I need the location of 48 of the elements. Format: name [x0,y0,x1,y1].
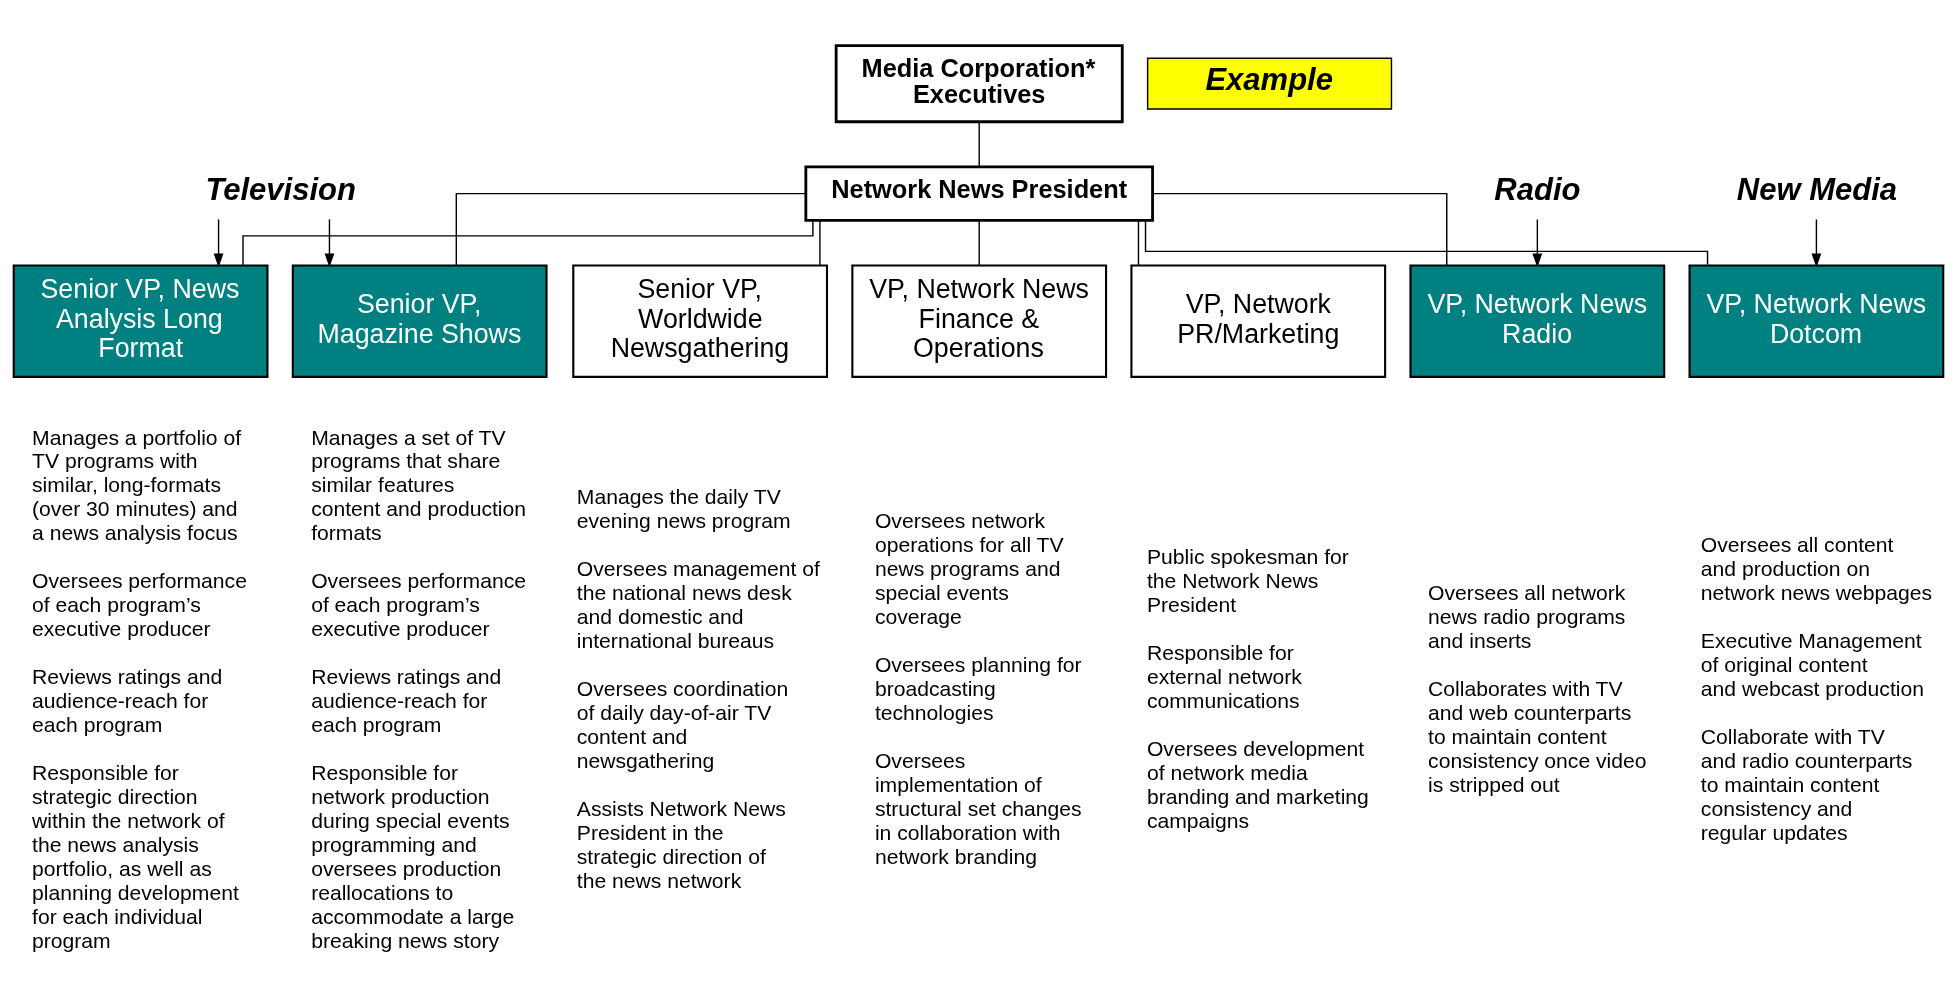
arrow [213,218,224,268]
node-label: Oversees implementation of structural set changes in collaboration with network branding [874,748,1082,868]
node-box: Senior VP, Worldwide Newsgathering [572,264,829,378]
node-label: Reviews ratings and audience-reach for each program [311,665,502,737]
node-label: Oversees all network news radio programs and inserts [1428,581,1626,653]
node-label: Oversees coordination of daily day-of-air TV content and newsgathering [576,677,789,772]
arrow [1811,218,1822,268]
connector [1137,219,1140,266]
node-box: VP, Network News Radio [1409,264,1666,378]
node-label: Manages a set of TV programs that share similar features content and production formats [311,425,527,545]
node-box: VP, Network News Dotcom [1688,264,1945,378]
node-label: Responsible for network production during special events programming and oversees production reallocations to accommodate a large breaking news story [311,760,515,952]
connector [978,121,980,168]
node-label: Responsible for external network communications [1146,641,1302,713]
node-label: Oversees development of network media branding and marketing campaigns [1146,736,1369,832]
node-label: Oversees performance of each program’s executive producer [311,569,527,641]
node-label: Oversees management of the national news desk and domestic and international bureaus [576,557,820,653]
connector [978,219,980,266]
node-label: Oversees network operations for all TV news programs and special events coverage [874,509,1064,629]
node-label: Oversees performance of each program’s executive producer [32,569,247,641]
node-label: Public spokesman for the Network News President [1146,545,1349,617]
node-box: Example [1146,57,1393,110]
node-label: Collaborates with TV and web counterparts to maintain content consistency once video is stripped out [1428,677,1647,796]
node-text: Radio [1494,172,1581,208]
connector [455,192,807,266]
arrow [324,218,335,268]
node-label: Oversees all content and production on network news webpages [1700,533,1933,605]
connector [1151,192,1448,266]
connector [1144,219,1709,266]
node-box: Media Corporation* Executives [834,44,1124,124]
node-box: Senior VP, News Analysis Long Format [12,264,269,378]
node-box: Senior VP, Magazine Shows [291,264,548,378]
node-box: VP, Network PR/Marketing [1130,264,1387,378]
node-box: Network News President [804,165,1154,222]
node-box: VP, Network News Finance & Operations [851,264,1108,378]
node-text: New Media [1736,172,1897,208]
connector [242,219,814,266]
node-label: Executive Management of original content and webcast production [1700,629,1924,701]
node-label: Assists Network News President in the strategic direction of the news network [576,796,786,892]
arrow [1532,218,1543,268]
node-label: Collaborate with TV and radio counterparts to maintain content consistency and regular updates [1700,725,1913,844]
node-label: Oversees planning for broadcasting technologies [874,653,1082,725]
node-label: Manages a portfolio of TV programs with similar, long-formats (over 30 minutes) and a news analysis focus [32,425,242,545]
connector [819,219,821,266]
node-label: Manages the daily TV evening news program [576,485,791,533]
node-label: Reviews ratings and audience-reach for each program [32,665,223,737]
node-text: Television [205,172,356,208]
node-label: Responsible for strategic direction within the network of the news analysis portfolio, as well as planning development for each individual program [32,760,239,952]
